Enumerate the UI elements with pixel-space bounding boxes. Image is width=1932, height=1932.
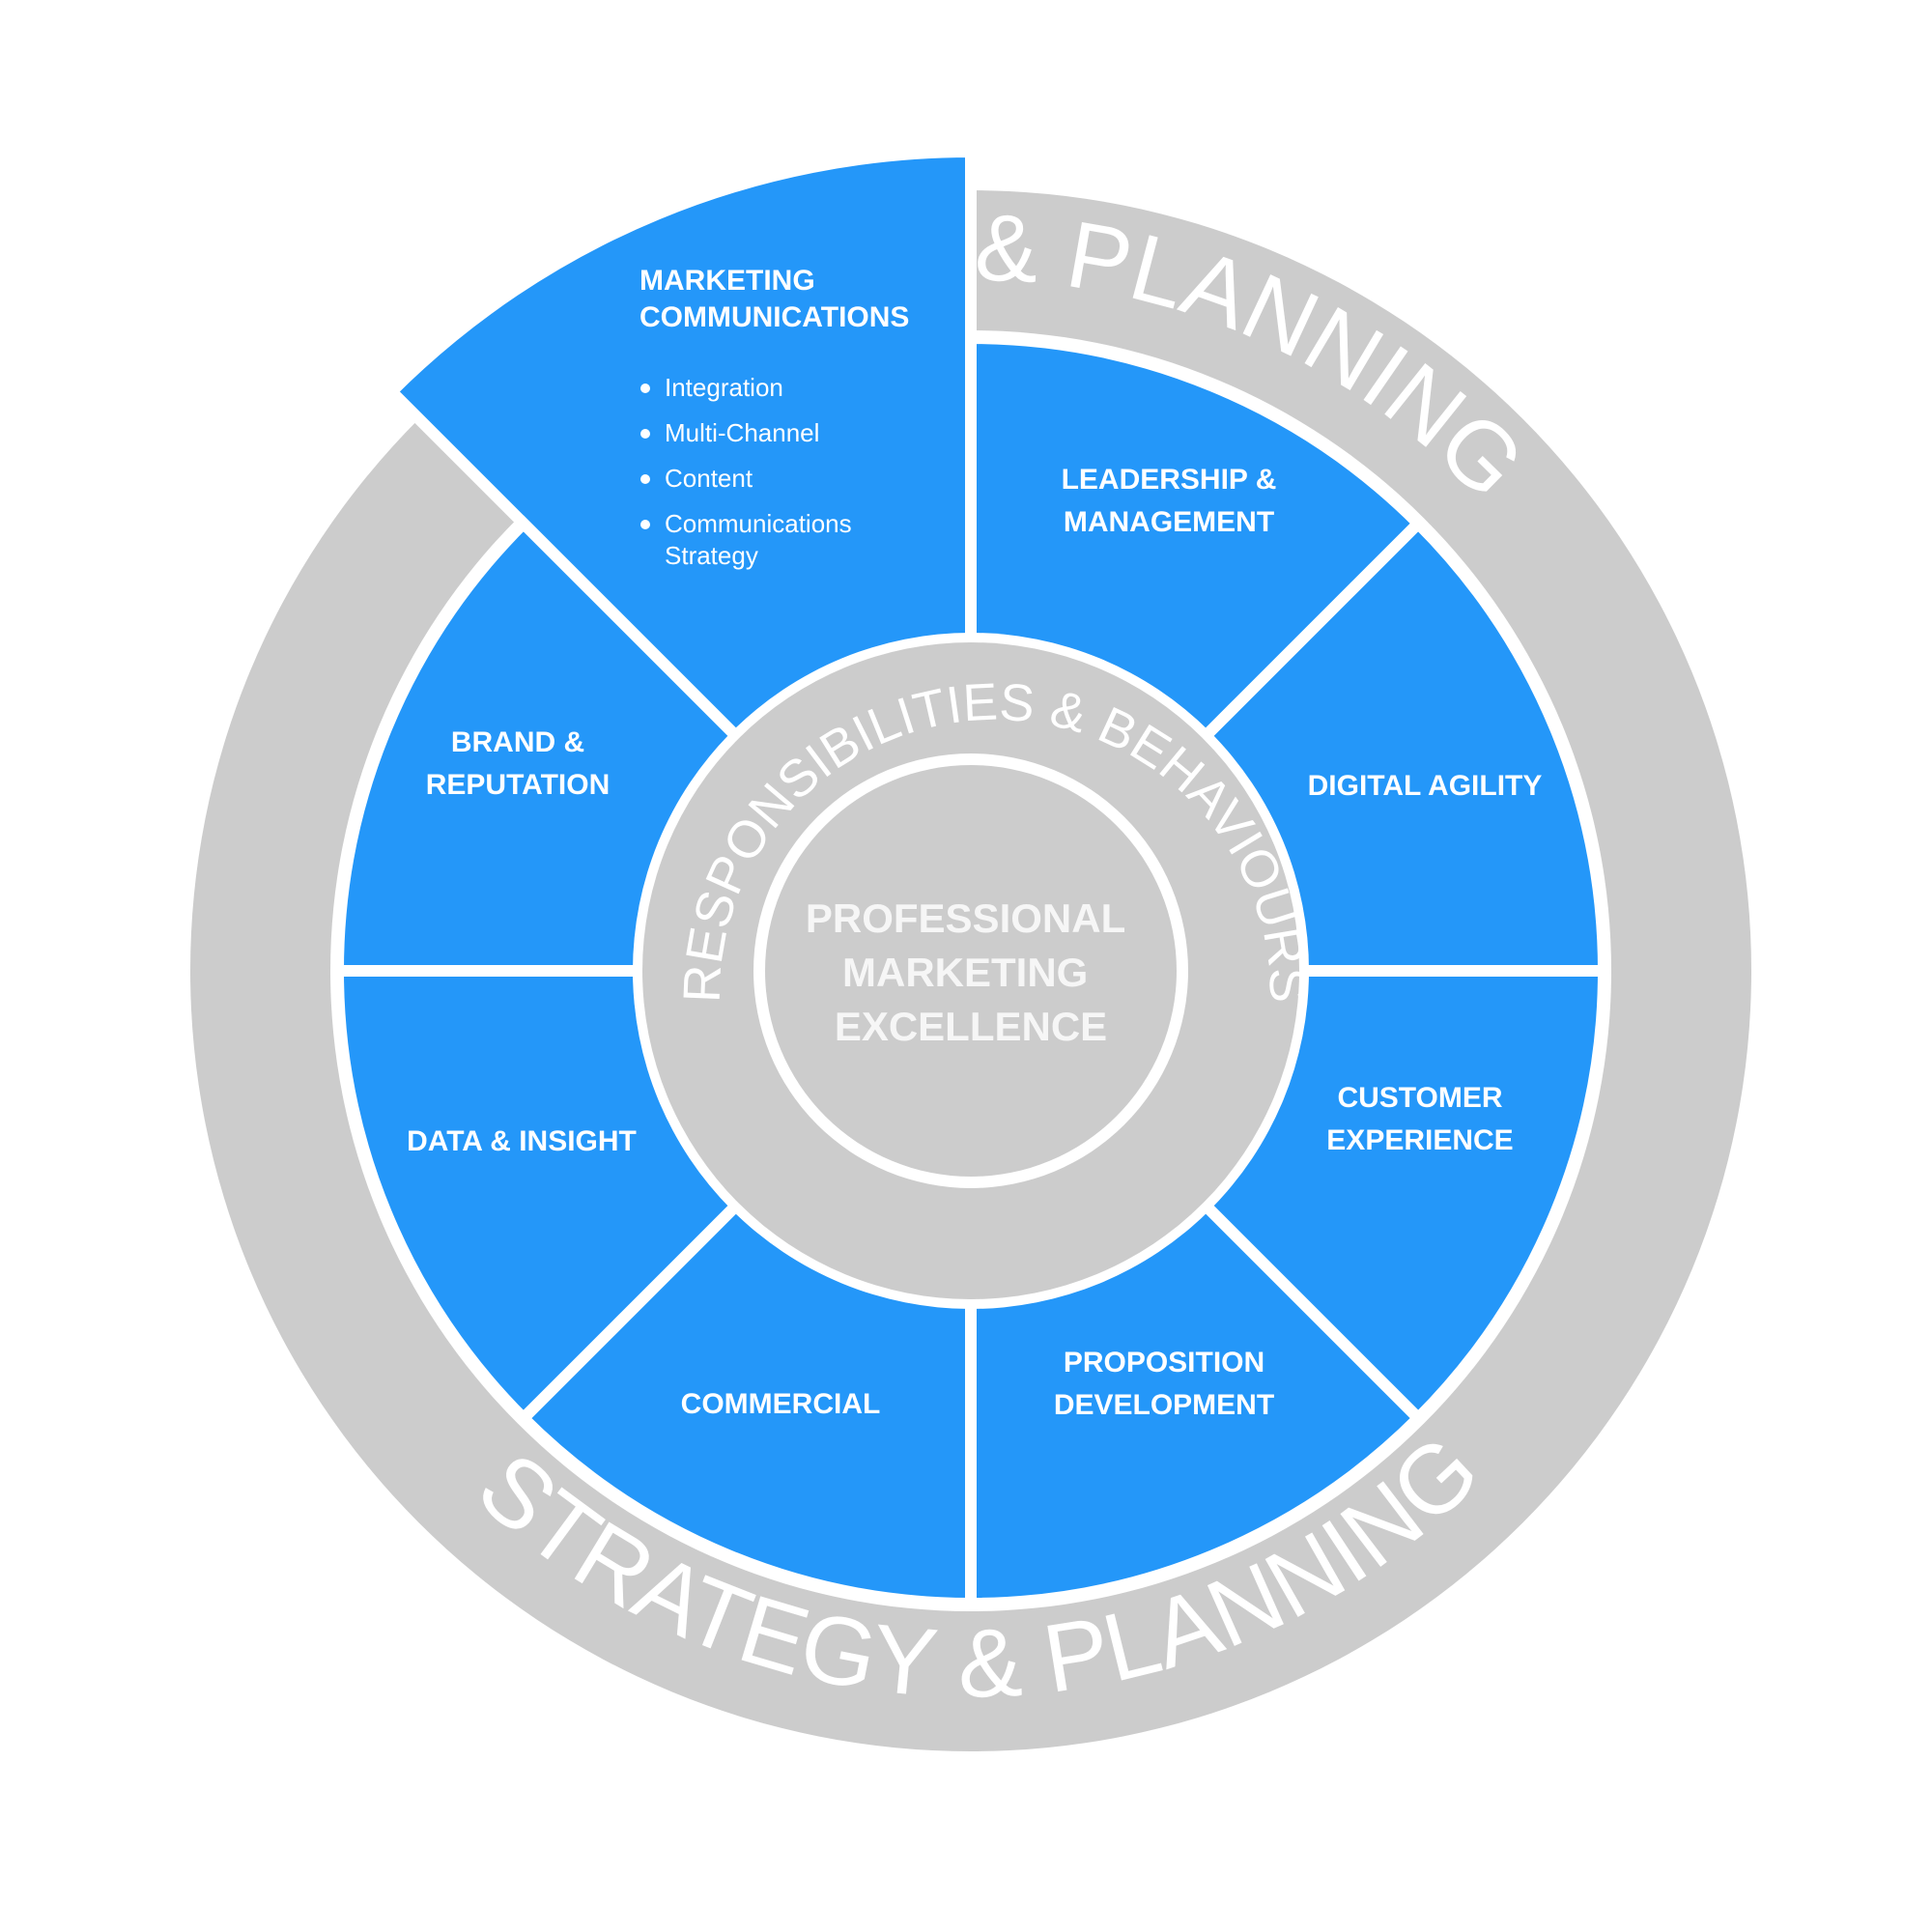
segment-bullet: Content xyxy=(665,464,753,493)
bullet-dot xyxy=(640,384,650,393)
bullet-dot xyxy=(640,520,650,529)
segment-label-brand-reputation: BRAND &REPUTATION xyxy=(426,726,611,801)
segment-label-commercial: COMMERCIAL xyxy=(681,1388,881,1420)
center-circle xyxy=(765,765,1177,1177)
segment-label-digital-agility: DIGITAL AGILITY xyxy=(1308,770,1543,802)
bullet-dot xyxy=(640,474,650,484)
segment-bullet: Multi-Channel xyxy=(665,418,819,447)
segment-label-leadership-management: LEADERSHIP &MANAGEMENT xyxy=(1062,464,1277,538)
segment-bullet: Integration xyxy=(665,373,783,402)
center-title: PROFESSIONAL MARKETING EXCELLENCE xyxy=(806,895,1136,1049)
bullet-dot xyxy=(640,429,650,439)
segment-label-data-insight: DATA & INSIGHT xyxy=(407,1125,637,1157)
